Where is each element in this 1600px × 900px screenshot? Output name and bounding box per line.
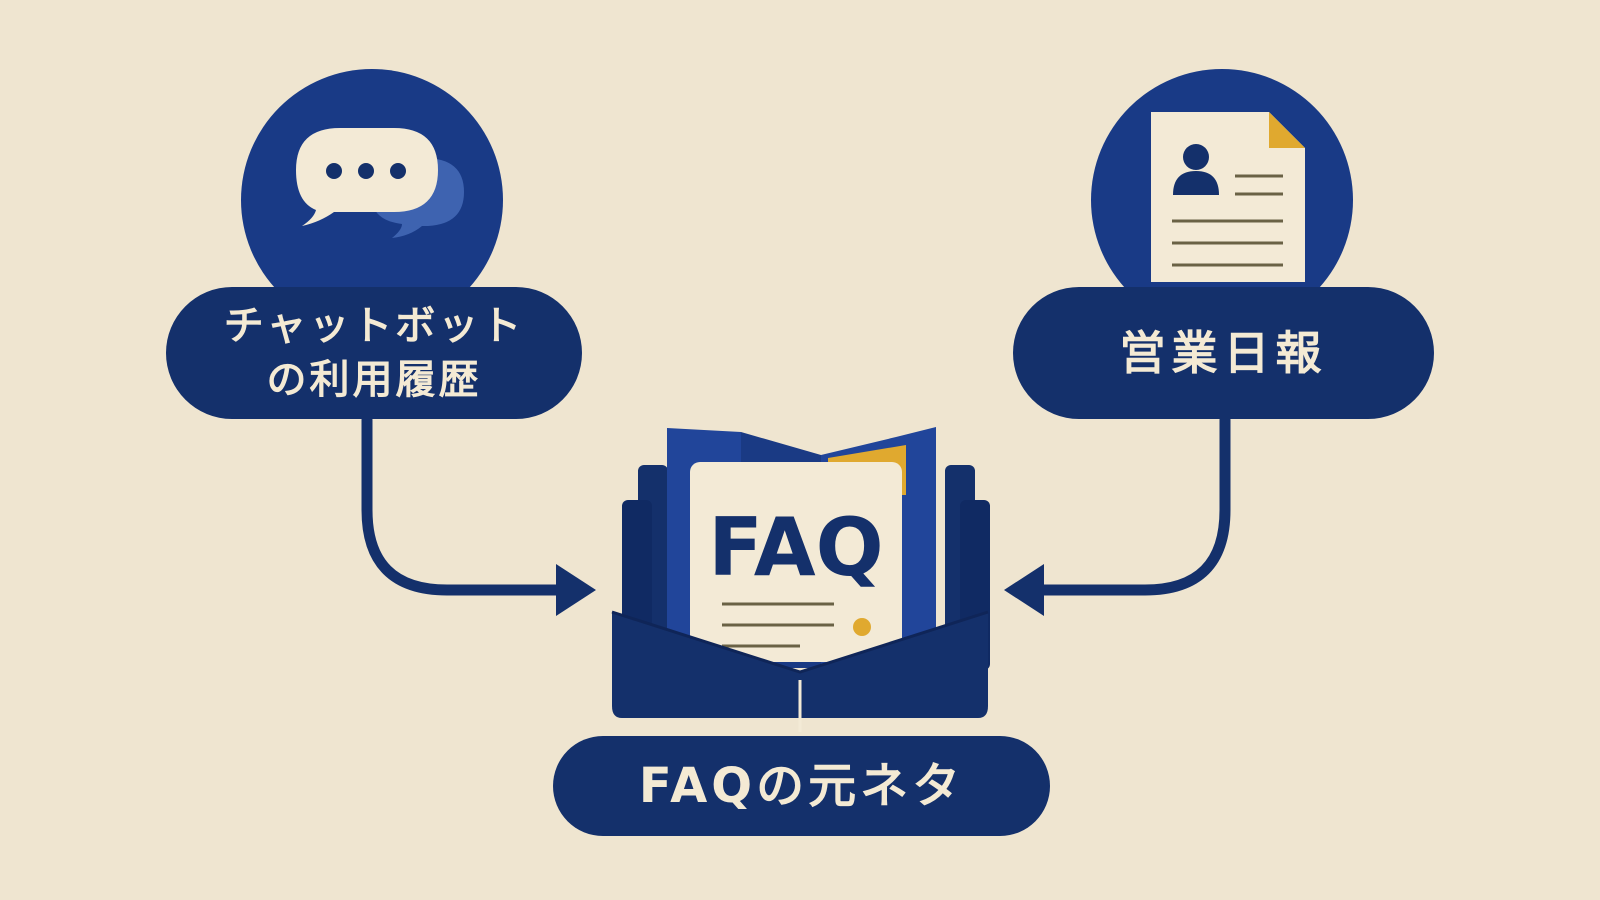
chat-node bbox=[166, 69, 582, 419]
connector-sales-to-faq bbox=[1034, 414, 1231, 596]
sales-node bbox=[1013, 69, 1434, 419]
connector-chat-to-faq bbox=[361, 414, 568, 596]
chat-history-label-line2: の利用履歴 bbox=[266, 357, 482, 403]
arrowhead-right bbox=[556, 564, 596, 616]
sales-report-label: 営業日報 bbox=[1119, 325, 1328, 380]
faq-label-pill bbox=[553, 736, 1050, 836]
chat-history-label: チャットボット の利用履歴 bbox=[170, 287, 578, 419]
arrowhead-left bbox=[1004, 564, 1044, 616]
chat-history-label-line1: チャットボット bbox=[223, 303, 525, 349]
faq-book-icon: FAQ bbox=[611, 427, 990, 732]
chat-bubbles-icon bbox=[296, 128, 464, 238]
chat-label-pill bbox=[166, 287, 582, 419]
faq-book-title: FAQ bbox=[708, 501, 883, 594]
sales-label-pill bbox=[1013, 287, 1434, 419]
document-person-icon bbox=[1151, 112, 1305, 282]
faq-source-label: FAQの元ネタ bbox=[638, 757, 965, 814]
